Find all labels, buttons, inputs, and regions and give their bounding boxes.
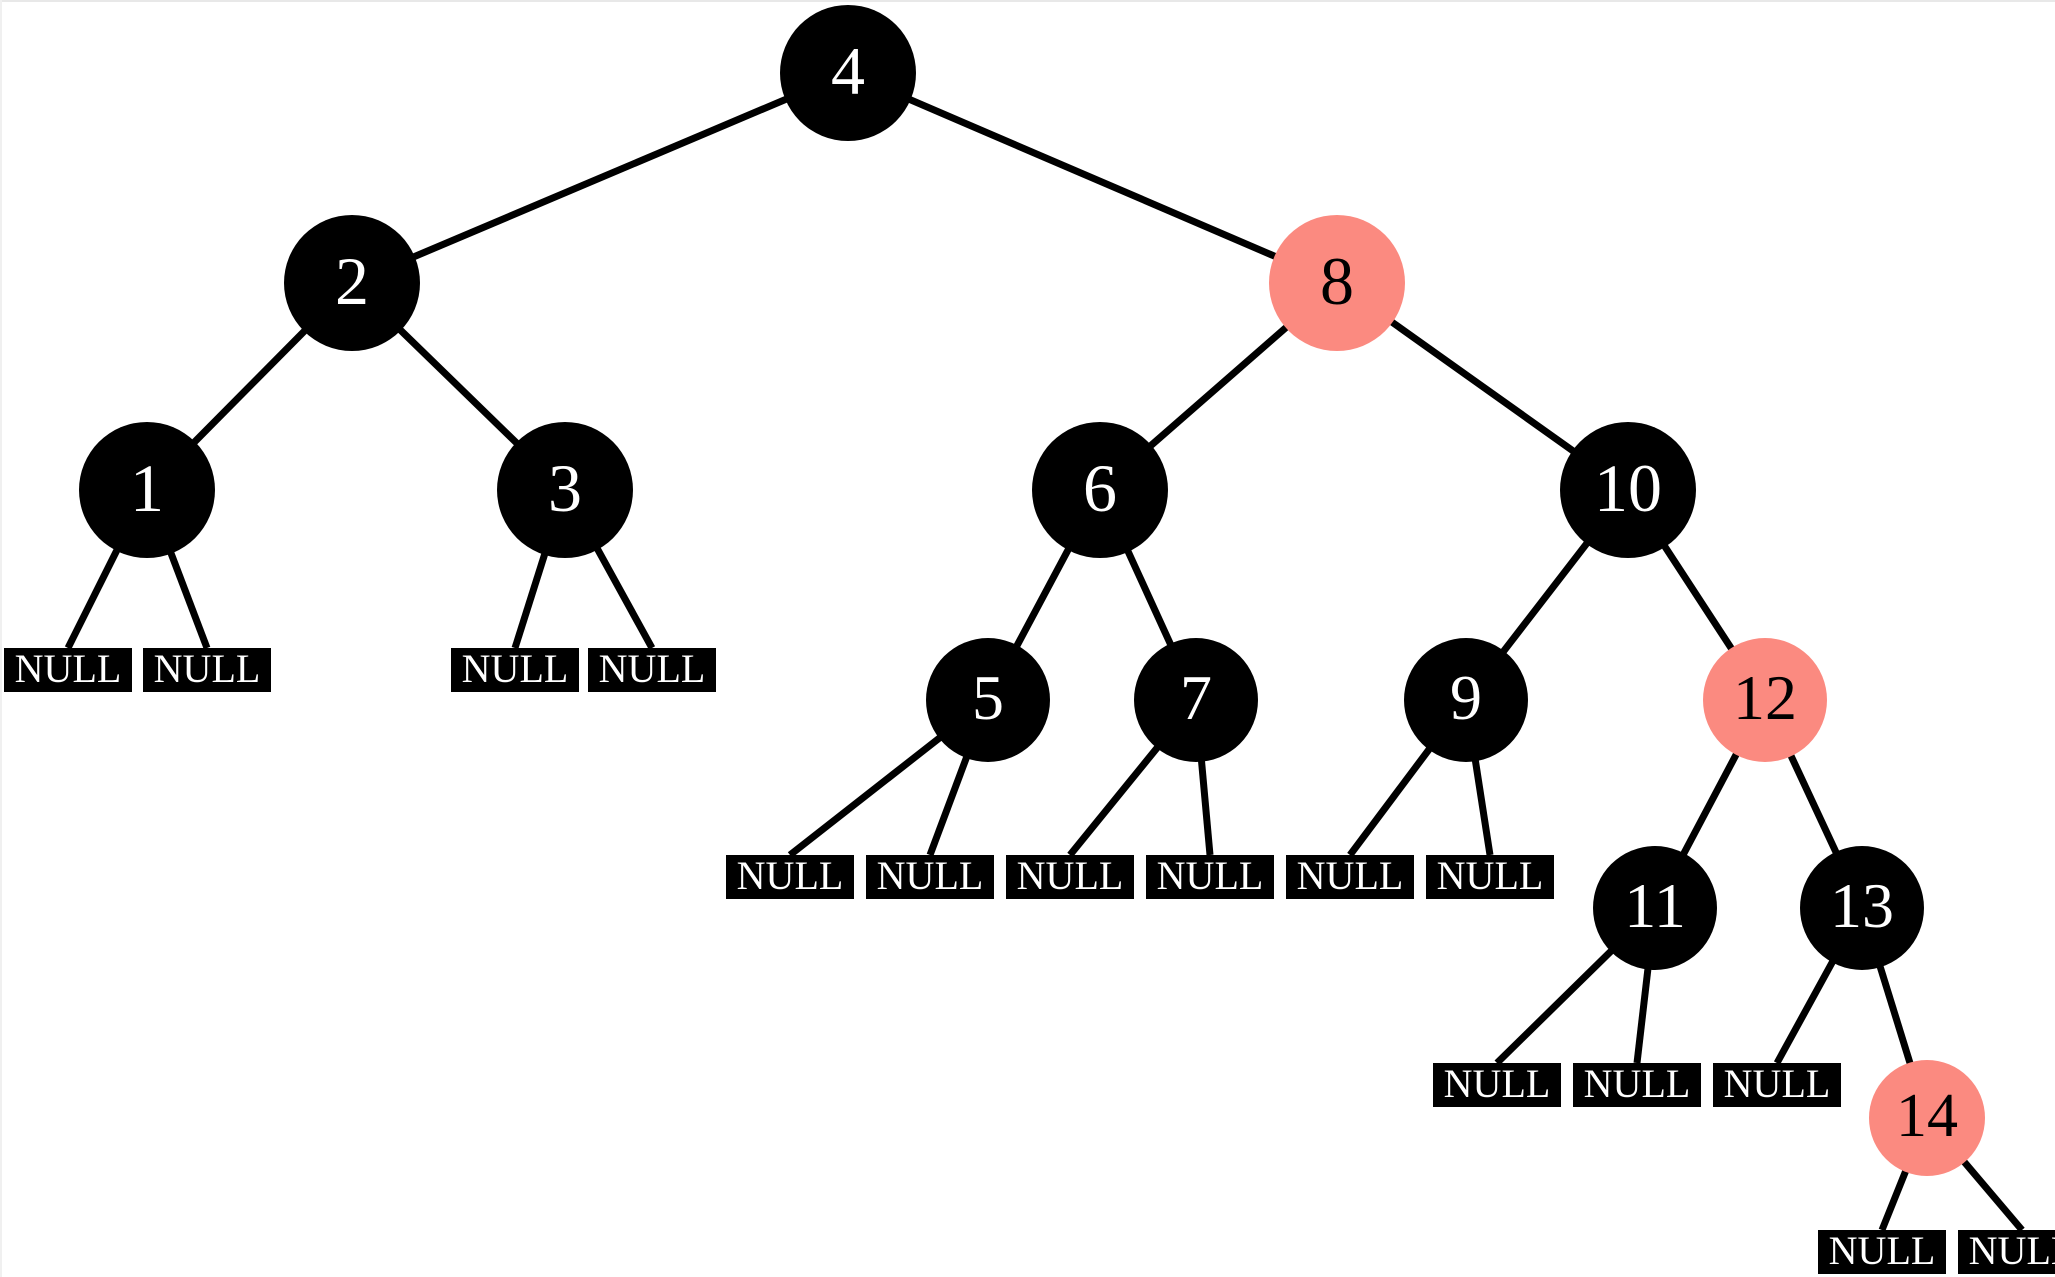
- tree-node-14[interactable]: 14: [1869, 1060, 1985, 1176]
- tree-node-label: 7: [1180, 662, 1212, 733]
- null-leaf-label: NULL: [1828, 1228, 1936, 1273]
- tree-node-label: 9: [1450, 662, 1482, 733]
- null-leaf-label: NULL: [1968, 1228, 2055, 1273]
- null-leaf-x14L: NULL: [1818, 1230, 1946, 1274]
- tree-node-label: 10: [1594, 450, 1662, 526]
- tree-edge-n4-n8: [846, 69, 1339, 287]
- tree-node-label: 4: [831, 33, 865, 109]
- tree-node-1[interactable]: 1: [79, 422, 215, 558]
- top-border-rule: [0, 0, 2055, 2]
- null-leaf-label: NULL: [598, 646, 706, 691]
- null-leaf-x9R: NULL: [1426, 855, 1554, 899]
- null-leaf-x5R: NULL: [866, 855, 994, 899]
- tree-node-12[interactable]: 12: [1703, 638, 1827, 762]
- null-leaf-label: NULL: [1723, 1061, 1831, 1106]
- null-leaf-x7R: NULL: [1146, 855, 1274, 899]
- tree-edge-n4-n2: [350, 69, 850, 287]
- null-leaf-x5L: NULL: [726, 855, 854, 899]
- tree-node-label: 3: [548, 450, 582, 526]
- null-leaf-label: NULL: [1156, 853, 1264, 898]
- null-leaf-label: NULL: [1436, 853, 1544, 898]
- null-leaf-label: NULL: [736, 853, 844, 898]
- null-leaf-x1R: NULL: [143, 648, 271, 692]
- null-leaf-x13L: NULL: [1713, 1063, 1841, 1107]
- null-leaf-x3L: NULL: [451, 648, 579, 692]
- tree-node-9[interactable]: 9: [1404, 638, 1528, 762]
- tree-node-label: 6: [1083, 450, 1117, 526]
- null-leaf-x14R: NULL: [1958, 1230, 2055, 1274]
- tree-node-label: 12: [1733, 662, 1797, 733]
- null-leaf-x11L: NULL: [1433, 1063, 1561, 1107]
- tree-node-label: 11: [1624, 870, 1686, 941]
- tree-node-2[interactable]: 2: [284, 215, 420, 351]
- left-border-rule: [0, 0, 2, 1277]
- tree-node-11[interactable]: 11: [1593, 846, 1717, 970]
- null-leaf-label: NULL: [1016, 853, 1124, 898]
- tree-node-10[interactable]: 10: [1560, 422, 1696, 558]
- tree-node-4[interactable]: 4: [780, 5, 916, 141]
- null-leaf-x9L: NULL: [1286, 855, 1414, 899]
- tree-node-label: 2: [335, 243, 369, 319]
- tree-node-7[interactable]: 7: [1134, 638, 1258, 762]
- tree-node-5[interactable]: 5: [926, 638, 1050, 762]
- tree-node-label: 1: [130, 450, 164, 526]
- null-leaf-label: NULL: [461, 646, 569, 691]
- null-leaf-label: NULL: [1583, 1061, 1691, 1106]
- tree-node-6[interactable]: 6: [1032, 422, 1168, 558]
- null-leaf-x7L: NULL: [1006, 855, 1134, 899]
- null-leaf-x11R: NULL: [1573, 1063, 1701, 1107]
- null-leaf-label: NULL: [153, 646, 261, 691]
- tree-node-label: 8: [1320, 243, 1354, 319]
- tree-node-13[interactable]: 13: [1800, 846, 1924, 970]
- tree-node-label: 5: [972, 662, 1004, 733]
- null-leaf-x1L: NULL: [4, 648, 132, 692]
- tree-node-3[interactable]: 3: [497, 422, 633, 558]
- null-leaf-x3R: NULL: [588, 648, 716, 692]
- null-leaf-label: NULL: [14, 646, 122, 691]
- tree-node-8[interactable]: 8: [1269, 215, 1405, 351]
- tree-node-label: 14: [1896, 1082, 1958, 1150]
- null-leaf-label: NULL: [1296, 853, 1404, 898]
- null-leaf-label: NULL: [876, 853, 984, 898]
- null-leaf-label: NULL: [1443, 1061, 1551, 1106]
- tree-node-label: 13: [1830, 870, 1894, 941]
